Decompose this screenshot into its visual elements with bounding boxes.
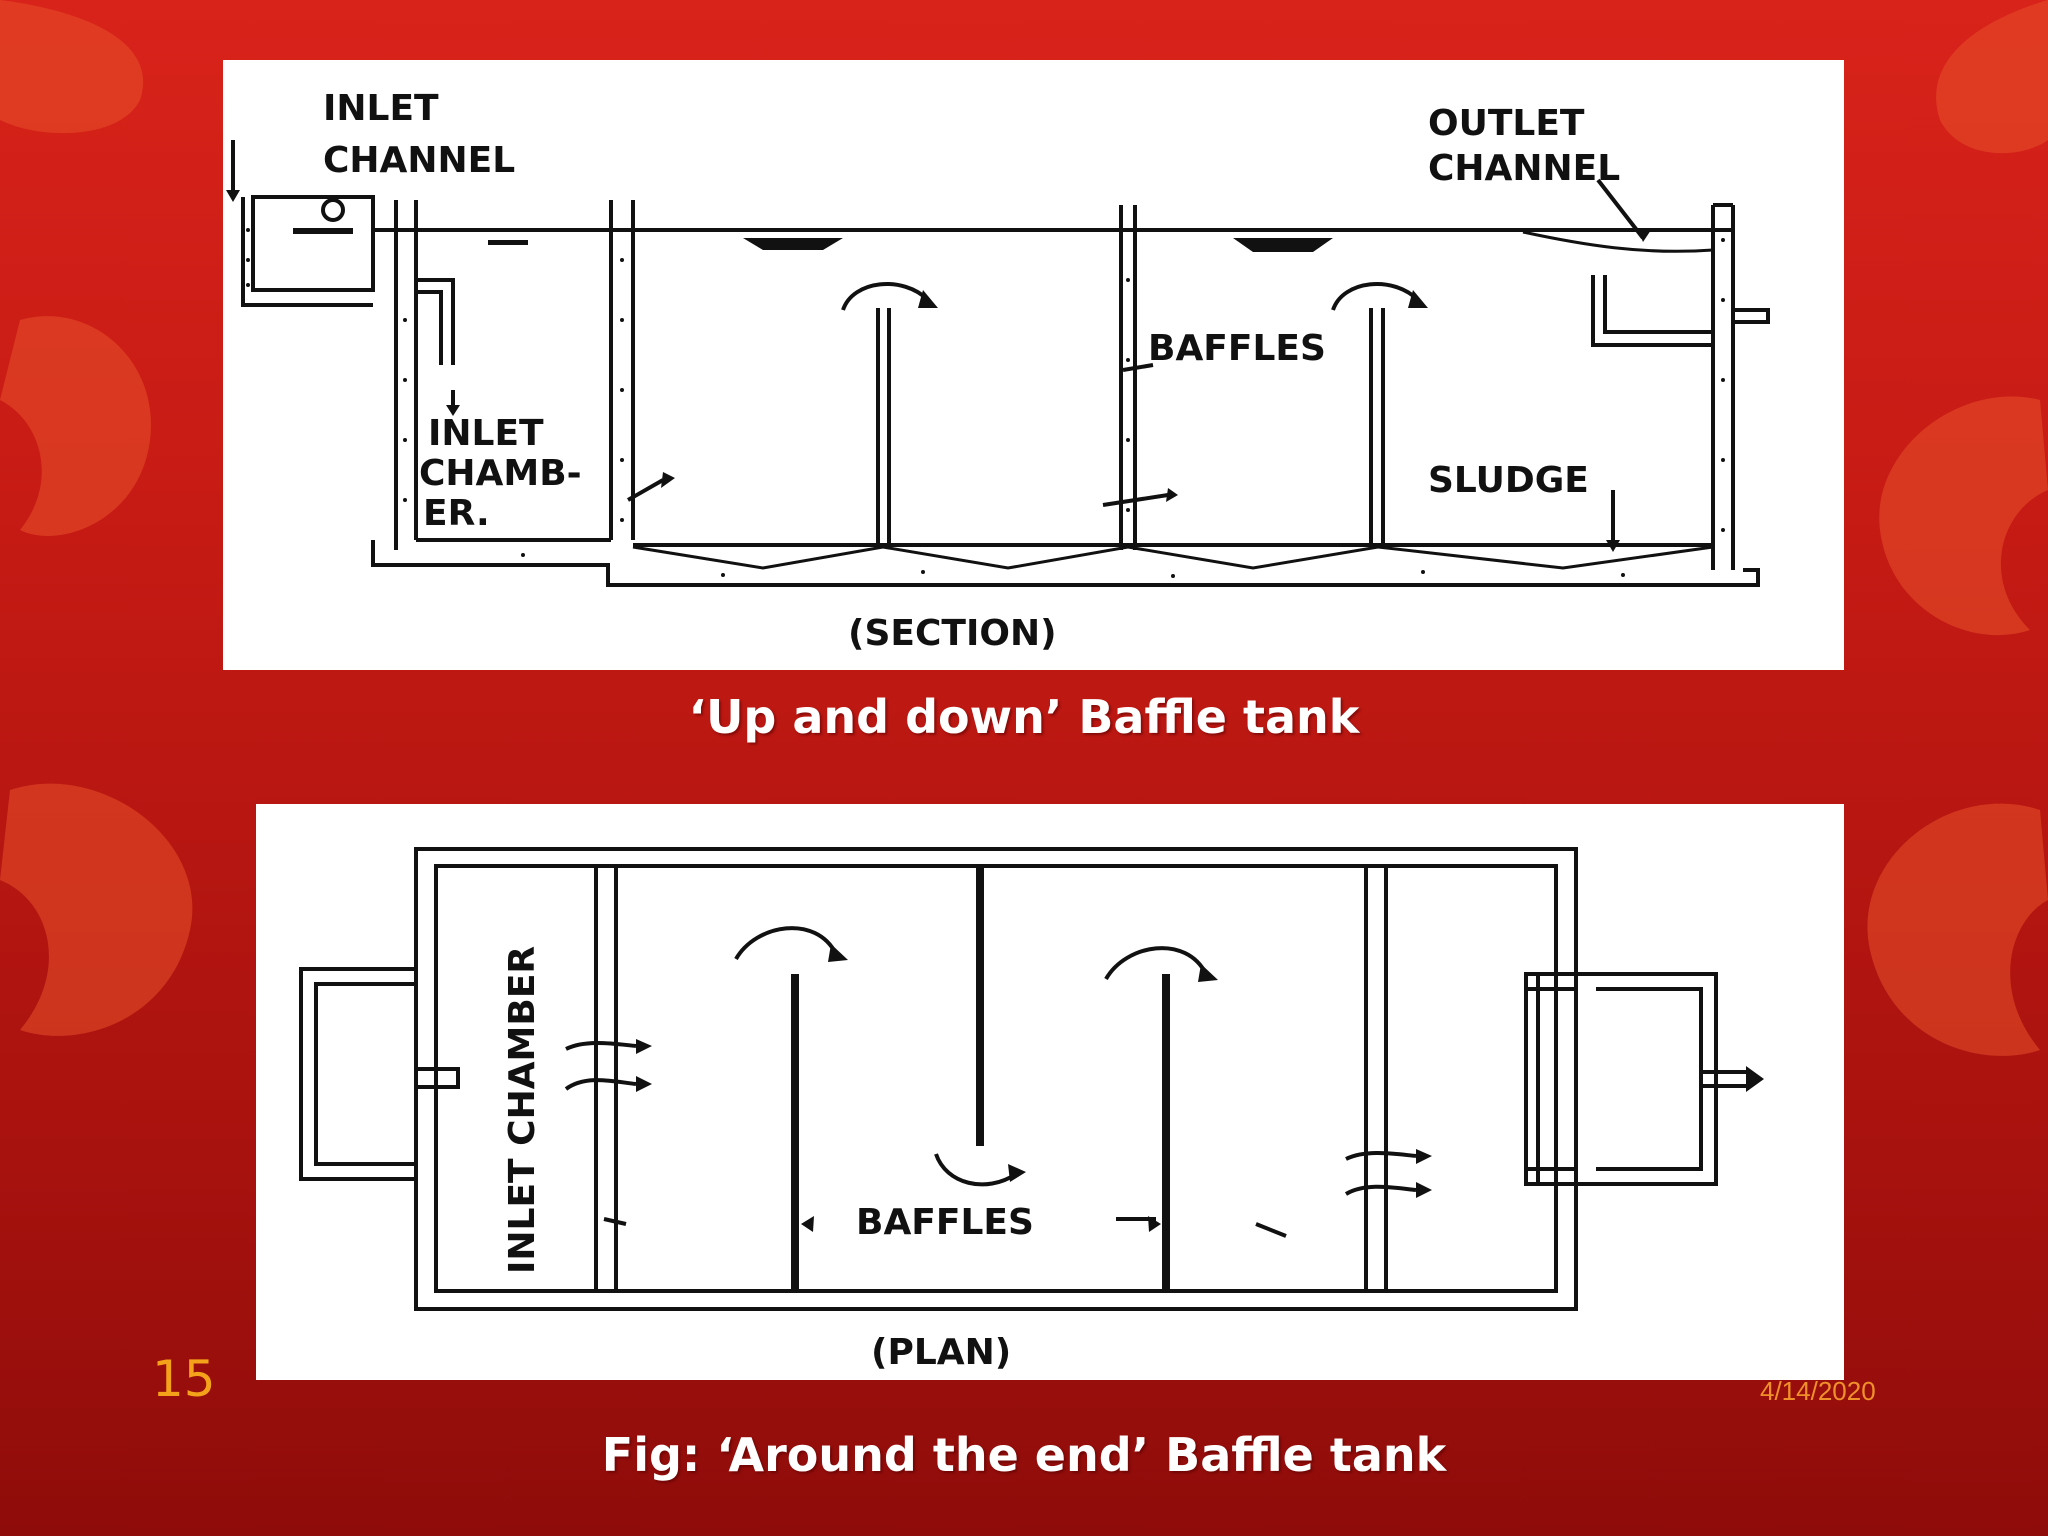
- leaf-decoration: [1867, 803, 2048, 1056]
- section-diagram-panel: INLET CHANNEL OUTLET CHANNEL INLET CHAMB…: [223, 60, 1844, 670]
- leaf-decoration: [0, 0, 144, 134]
- section-view-label: (SECTION): [848, 613, 1057, 654]
- section-figure-caption: ‘Up and down’ Baffle tank: [688, 690, 1360, 744]
- plan-diagram: INLET CHAMBER BAFFLES (PLAN): [299, 847, 1764, 1373]
- leaf-decoration: [1936, 0, 2048, 154]
- inlet-chamber-label: INLET CHAMBER: [502, 946, 543, 1274]
- sludge-label: SLUDGE: [1428, 460, 1589, 501]
- leaf-decoration: [1879, 396, 2048, 636]
- plan-diagram-panel: INLET CHAMBER BAFFLES (PLAN): [256, 804, 1844, 1380]
- section-diagram: INLET CHANNEL OUTLET CHANNEL INLET CHAMB…: [226, 88, 1770, 654]
- leaf-decoration: [0, 783, 193, 1036]
- inlet-chamber-label-3: ER.: [423, 493, 490, 534]
- outlet-channel-label-1: OUTLET: [1428, 103, 1585, 144]
- inlet-chamber-label-1: INLET: [428, 413, 544, 454]
- inlet-channel-label-2: CHANNEL: [323, 140, 515, 181]
- baffles-label: BAFFLES: [856, 1202, 1034, 1243]
- inlet-chamber-label-2: CHAMB-: [419, 453, 582, 494]
- slide-date: 4/14/2020: [1760, 1376, 1876, 1406]
- plan-view-label: (PLAN): [871, 1332, 1011, 1373]
- leaf-decoration: [0, 316, 151, 536]
- outlet-channel-label-2: CHANNEL: [1428, 148, 1620, 189]
- slide-number: 15: [152, 1350, 216, 1408]
- inlet-channel-label-1: INLET: [323, 88, 439, 129]
- baffles-label: BAFFLES: [1148, 328, 1326, 369]
- plan-figure-caption: Fig: ‘Around the end’ Baffle tank: [601, 1428, 1447, 1482]
